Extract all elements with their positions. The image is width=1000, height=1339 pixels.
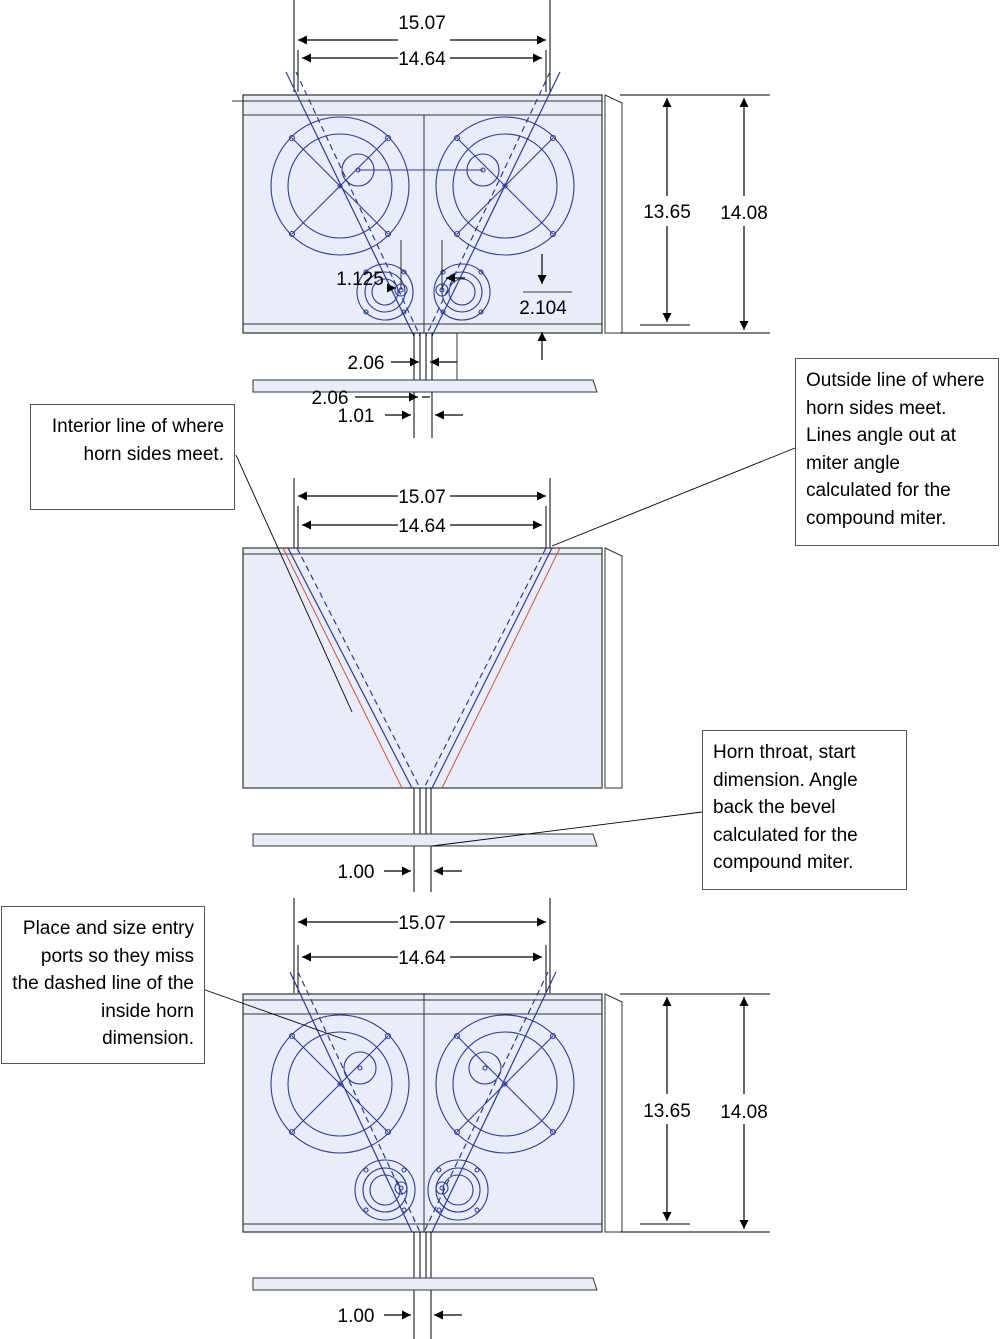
middle-width-inner-label: 14.64 (398, 516, 446, 537)
port-offset-label: 2.104 (519, 298, 567, 319)
top-panel (242, 94, 603, 334)
port-right-icon (433, 263, 491, 321)
top-width-inner-label: 14.64 (398, 49, 446, 70)
callout-outside-line: Outside line of where horn sides meet. L… (795, 358, 999, 546)
port-bottom-left-icon (354, 1159, 416, 1221)
bottom-height-outer-label: 14.08 (720, 1102, 768, 1123)
throat-c-label: 1.01 (338, 406, 375, 427)
callout-interior-line: Interior line of where horn sides meet. (30, 404, 235, 510)
bottom-width-inner-label: 14.64 (398, 948, 446, 969)
middle-view: 15.07 14.64 1.00 (235, 447, 796, 892)
middle-throat-label: 1.00 (338, 862, 375, 883)
throat-a-label: 2.06 (348, 353, 385, 374)
callout-entry-ports: Place and size entry ports so they miss … (1, 906, 205, 1064)
bottom-width-outer-label: 15.07 (398, 913, 446, 934)
top-height-outer-label: 14.08 (720, 203, 768, 224)
top-height-inner-label: 13.65 (643, 202, 691, 223)
bottom-throat-label: 1.00 (338, 1306, 375, 1327)
middle-width-outer-label: 15.07 (398, 487, 446, 508)
bottom-height-inner-label: 13.65 (643, 1101, 691, 1122)
top-view: 15.07 14.64 (232, 0, 770, 438)
port-radius-label: 1.125 (336, 269, 384, 290)
woofer-bottom-left-icon (270, 1014, 410, 1154)
top-width-outer-label: 15.07 (398, 13, 446, 34)
bottom-panel (242, 993, 603, 1233)
callout-horn-throat: Horn throat, start dimension. Angle back… (702, 730, 907, 890)
bottom-view: 15.07 14.64 (193, 898, 770, 1339)
middle-panel (242, 547, 603, 789)
throat-b-label: 2.06 (312, 388, 349, 409)
port-bottom-right-icon (427, 1159, 489, 1221)
woofer-bottom-right-icon (435, 1014, 575, 1154)
